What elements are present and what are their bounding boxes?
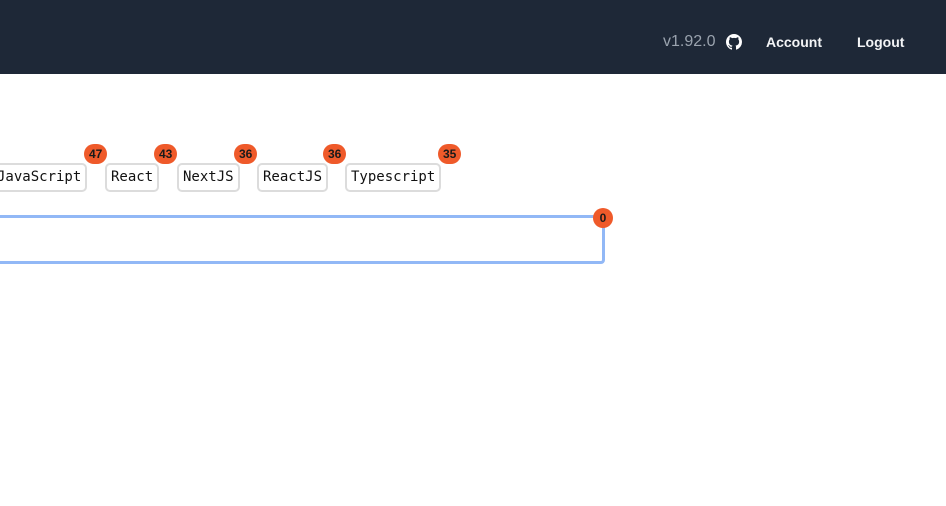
tag-react[interactable]: React bbox=[105, 163, 160, 192]
tag-count-badge: 35 bbox=[438, 144, 462, 164]
tag-label: JavaScript bbox=[0, 169, 82, 185]
github-icon[interactable] bbox=[726, 34, 742, 50]
tag-label: Typescript bbox=[351, 169, 436, 185]
tag-count-badge: 43 bbox=[154, 144, 178, 164]
version-label: v1.92.0 bbox=[663, 33, 716, 50]
tag-label: ReactJS bbox=[263, 169, 323, 185]
tag-reactjs[interactable]: ReactJS bbox=[257, 163, 329, 192]
top-navbar: v1.92.0 Account Logout bbox=[0, 0, 946, 74]
tag-typescript[interactable]: Typescript bbox=[345, 163, 442, 192]
account-link[interactable]: Account bbox=[766, 34, 822, 50]
tag-nextjs[interactable]: NextJS bbox=[177, 163, 240, 192]
tag-count-badge: 36 bbox=[323, 144, 347, 164]
input-count-badge: 0 bbox=[593, 208, 613, 228]
logout-link[interactable]: Logout bbox=[857, 34, 905, 50]
tag-input[interactable] bbox=[0, 215, 605, 264]
tag-count-badge: 36 bbox=[234, 144, 258, 164]
tag-label: React bbox=[111, 169, 154, 185]
tag-count-badge: 47 bbox=[84, 144, 108, 164]
tag-label: NextJS bbox=[183, 169, 234, 185]
tag-javascript[interactable]: JavaScript bbox=[0, 163, 88, 192]
